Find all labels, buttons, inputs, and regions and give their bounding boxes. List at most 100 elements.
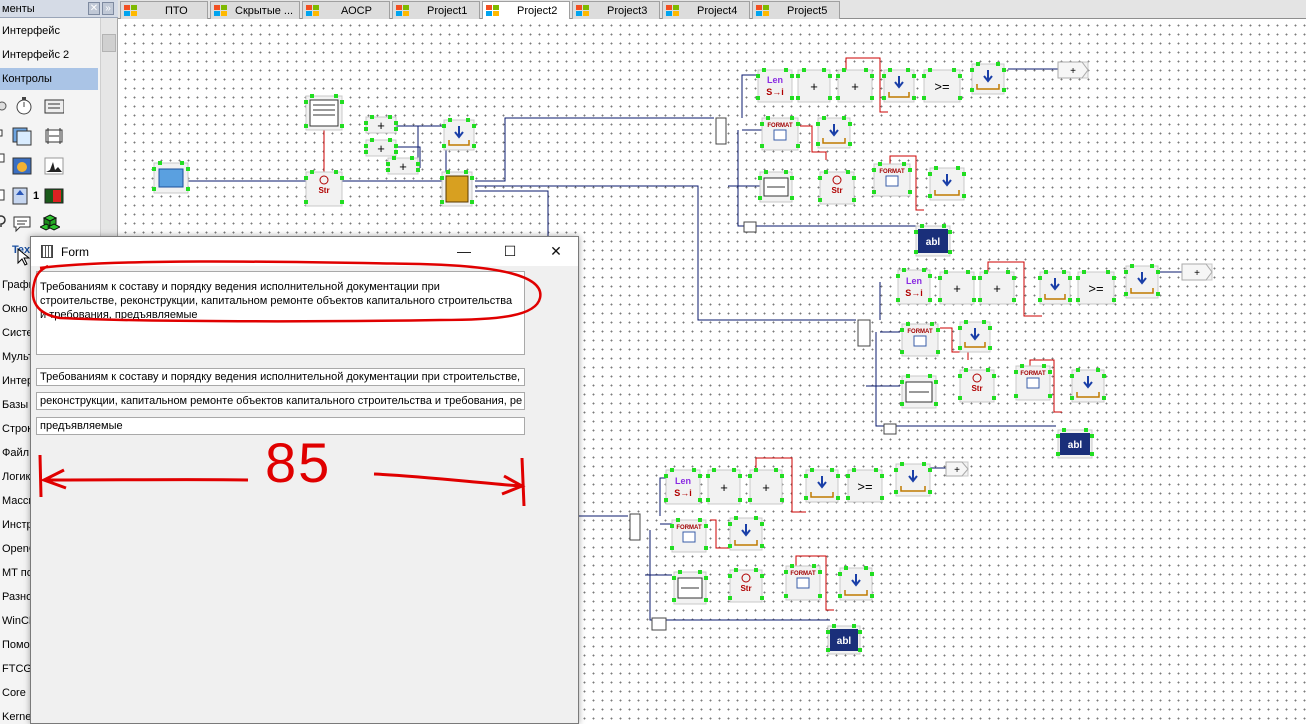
component-plus[interactable]: + [364,115,398,134]
tab-hidden[interactable]: Скрытые ... [210,1,300,19]
component-plus[interactable]: + [796,68,832,103]
component-out[interactable]: + [1057,61,1089,79]
component-format[interactable]: FORMAT [784,564,822,601]
group-item[interactable]: WinCE [2,615,30,627]
component-format[interactable]: FORMAT [670,518,708,553]
check-icon[interactable] [0,186,14,206]
component-split[interactable] [743,221,757,233]
chart-icon[interactable] [44,156,64,176]
component-abl[interactable]: abl [1056,428,1094,459]
form-titlebar[interactable]: Form — ☐ ✕ [31,237,578,266]
component-listbox[interactable] [758,170,794,203]
splitter-icon[interactable] [44,126,64,146]
hint-icon[interactable] [12,214,32,234]
group-item[interactable]: MT по [2,567,30,579]
progressbar-icon[interactable] [44,186,64,206]
tree-icon[interactable] [0,122,14,142]
group-item[interactable]: Масси [2,495,30,507]
panel-collapse-button[interactable]: » [102,2,114,15]
component-gte[interactable]: >= [846,468,884,503]
listbox-icon[interactable] [44,96,64,116]
tab-pto[interactable]: ПТО [120,1,208,19]
component-listbox[interactable] [900,374,938,409]
tab-project4[interactable]: Project4 [662,1,750,19]
group-item[interactable]: Строк [2,423,30,435]
category-controls[interactable]: Контролы [0,68,98,90]
component-format[interactable]: FORMAT [872,162,912,197]
panel-scrollbar[interactable] [100,18,117,278]
edit-field-1[interactable]: Требованиям к составу и порядку ведения … [36,368,525,386]
image-icon[interactable] [12,156,32,176]
component-down[interactable] [894,462,932,497]
component-down[interactable] [958,320,992,353]
component-down[interactable] [928,166,966,201]
timer-icon[interactable] [14,96,34,116]
edit-field-2[interactable]: реконструкции, капитальном ремонте объек… [36,392,525,410]
component-down[interactable] [838,566,874,601]
group-item[interactable]: Логик [2,471,30,483]
component-hub[interactable] [440,170,474,207]
scrollbar-thumb[interactable] [102,34,116,52]
component-down[interactable] [970,62,1006,95]
component-abl[interactable]: abl [914,224,952,257]
component-str[interactable]: Str [818,170,856,205]
component-plus[interactable]: + [364,138,398,157]
component-down[interactable] [804,468,840,503]
component-split[interactable] [651,617,667,631]
component-gte[interactable]: >= [922,68,962,103]
grid-icon[interactable] [12,126,32,146]
group-item[interactable]: Kerne [2,711,30,723]
panel-close-button[interactable]: ✕ [88,2,100,15]
component-down[interactable] [882,68,916,103]
group-item[interactable]: OpenG [2,543,30,555]
component-split[interactable] [883,423,897,435]
component-plus[interactable]: + [706,468,742,505]
component-format[interactable]: FORMAT [900,322,940,357]
component-down[interactable] [1070,368,1106,403]
component-out[interactable]: + [1181,263,1213,281]
help-icon[interactable] [0,214,14,234]
group-item[interactable]: Core [2,687,26,699]
group-item[interactable]: FTCG [2,663,30,675]
group-item[interactable]: Инстр [2,519,30,531]
component-down[interactable] [1038,270,1072,305]
radio-icon[interactable] [0,96,16,116]
component-split[interactable] [715,117,727,145]
cubes-icon[interactable] [40,214,60,234]
component-plus[interactable]: + [748,468,784,505]
component-down[interactable] [442,118,476,151]
group-item[interactable]: Систе [2,327,30,339]
node-icon[interactable] [0,150,14,170]
component-plus[interactable]: + [386,156,420,175]
group-item[interactable]: Графи [2,279,30,291]
tab-project5[interactable]: Project5 [752,1,840,19]
memo-field[interactable]: Требованиям к составу и порядку ведения … [36,271,525,355]
group-item[interactable]: Помощ [2,639,30,651]
component-split[interactable] [629,513,641,541]
updown-icon[interactable] [12,186,32,206]
tab-project1[interactable]: Project1 [392,1,480,19]
component-memo[interactable] [304,94,344,131]
category-interface-2[interactable]: Интерфейс 2 [2,49,70,61]
group-item[interactable]: Разно [2,591,30,603]
component-plus[interactable]: + [938,270,976,305]
component-str[interactable]: Str [728,568,764,603]
component-down[interactable] [816,116,852,149]
component-format[interactable]: FORMAT [1014,364,1052,401]
component-down[interactable] [728,516,764,551]
component-str[interactable]: Str [958,368,996,403]
group-item[interactable]: Интер [2,375,30,387]
edit-field-3[interactable]: предъявляемые [36,417,525,435]
component-abl[interactable]: abl [826,624,862,655]
close-button[interactable]: ✕ [550,243,562,259]
component-gte[interactable]: >= [1076,270,1116,305]
group-item[interactable]: Файл [2,447,30,459]
category-interface[interactable]: Интерфейс [2,25,60,37]
minimize-button[interactable]: — [457,243,471,259]
component-out[interactable]: + [945,461,969,477]
component-split[interactable] [857,319,871,347]
group-item[interactable]: Мульт [2,351,30,363]
